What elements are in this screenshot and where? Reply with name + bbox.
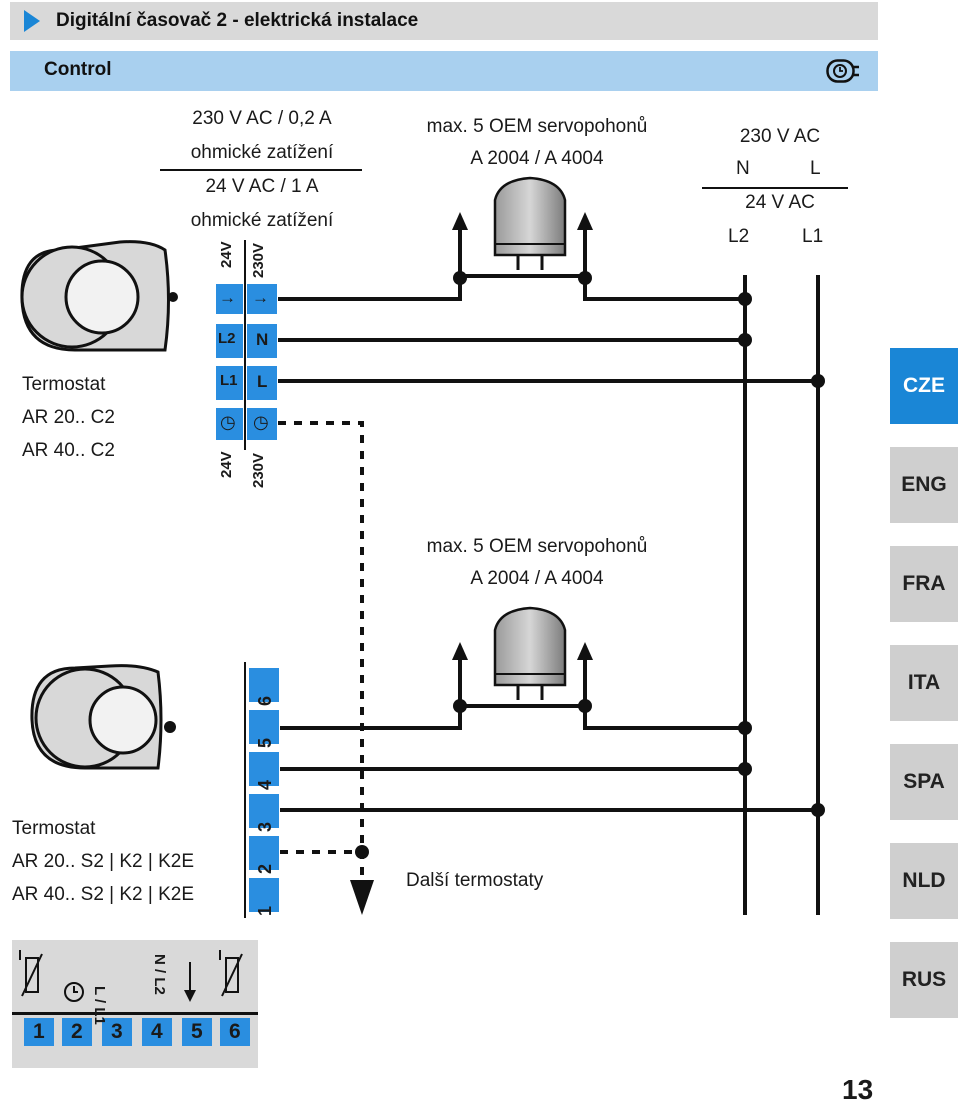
term-24v-2: L2: [218, 330, 236, 347]
header-bar: Digitální časovač 2 - elektrická instala…: [10, 2, 878, 40]
term-24v-4: ◷: [220, 412, 236, 432]
term-24v-1: →: [219, 288, 236, 307]
page-number: 13: [842, 1074, 874, 1105]
thermostat-bottom-label: Termostat: [12, 818, 96, 839]
thermostat-top-label: Termostat: [22, 374, 106, 395]
term-bottom-1: 1: [255, 905, 275, 916]
actuator-top-icon: [493, 176, 567, 270]
supply-l1: L1: [802, 226, 824, 247]
tab-cze[interactable]: CZE: [890, 348, 958, 424]
col-230v-label: 230V: [250, 242, 267, 278]
thermostat-top-model2: AR 40.. C2: [22, 440, 115, 461]
term-230v-2: N: [256, 330, 269, 349]
term-bottom-4: 4: [255, 779, 275, 790]
col-230v-label-bottom: 230V: [250, 452, 267, 488]
term-bottom-5: 5: [255, 737, 275, 748]
legend-num-6: 6: [229, 1020, 241, 1043]
header-arrow-icon: [24, 10, 40, 32]
thermostat-bottom-model1: AR 20.. S2 | K2 | K2E: [12, 851, 195, 872]
term-bottom-2: 2: [255, 863, 275, 874]
supply-l2: L2: [728, 226, 750, 247]
thermostat-bottom-model2: AR 40.. S2 | K2 | K2E: [12, 884, 195, 905]
clock-plug-icon: [826, 59, 859, 83]
tab-spa[interactable]: SPA: [890, 744, 958, 820]
term-230v-4: ◷: [253, 412, 269, 432]
tab-eng[interactable]: ENG: [890, 447, 958, 523]
actuators-bottom-models: A 2004 / A 4004: [470, 568, 604, 589]
supply-l: L: [810, 158, 821, 179]
supply-24v: 24 V AC: [745, 192, 815, 213]
section-header: Control: [10, 51, 878, 91]
terminal-block-bottom: [249, 668, 279, 912]
load-24v-sub: ohmické zatížení: [190, 210, 334, 231]
legend-n-l2: N / L2: [151, 954, 168, 995]
next-thermostats-label: Další termostaty: [406, 870, 544, 891]
col-24v-label-bottom: 24V: [218, 451, 235, 478]
actuators-top-label: max. 5 OEM servopohonů: [426, 116, 648, 137]
actuators-bottom-label: max. 5 OEM servopohonů: [426, 536, 648, 557]
legend-symbols: [12, 950, 258, 1046]
term-230v-3: L: [257, 372, 268, 391]
legend-num-5: 5: [191, 1020, 203, 1043]
col-24v-label: 24V: [218, 241, 235, 268]
legend-num-2: 2: [71, 1020, 83, 1043]
supply-230v: 230 V AC: [739, 126, 821, 147]
section-title: Control: [44, 59, 112, 80]
tab-fra[interactable]: FRA: [890, 546, 958, 622]
thermostat-bottom-icon: [30, 664, 176, 770]
load-230v-label: 230 V AC / 0,2 A: [192, 108, 332, 129]
tab-ita[interactable]: ITA: [890, 645, 958, 721]
term-24v-3: L1: [220, 372, 238, 389]
load-230v-sub: ohmické zatížení: [190, 142, 334, 163]
thermostat-top-icon: [20, 240, 178, 352]
terminal-block-top: [216, 284, 277, 440]
term-bottom-6: 6: [255, 695, 275, 706]
actuators-top-models: A 2004 / A 4004: [470, 148, 604, 169]
tab-rus[interactable]: RUS: [890, 942, 958, 1018]
term-bottom-3: 3: [255, 821, 275, 832]
legend-num-3: 3: [111, 1020, 123, 1043]
term-230v-1: →: [252, 288, 269, 307]
legend-num-4: 4: [151, 1020, 163, 1043]
thermostat-top-model1: AR 20.. C2: [22, 407, 115, 428]
load-24v-label: 24 V AC / 1 A: [205, 176, 319, 197]
tab-nld[interactable]: NLD: [890, 843, 958, 919]
legend-num-1: 1: [33, 1020, 45, 1043]
terminal-legend: L / L1 N / L2 1 2 3 4 5 6: [12, 940, 258, 1068]
actuator-bottom-icon: [493, 606, 567, 700]
legend-l-l1: L / L1: [91, 986, 108, 1025]
supply-n: N: [736, 158, 750, 179]
page-title: Digitální časovač 2 - elektrická instala…: [56, 10, 419, 31]
